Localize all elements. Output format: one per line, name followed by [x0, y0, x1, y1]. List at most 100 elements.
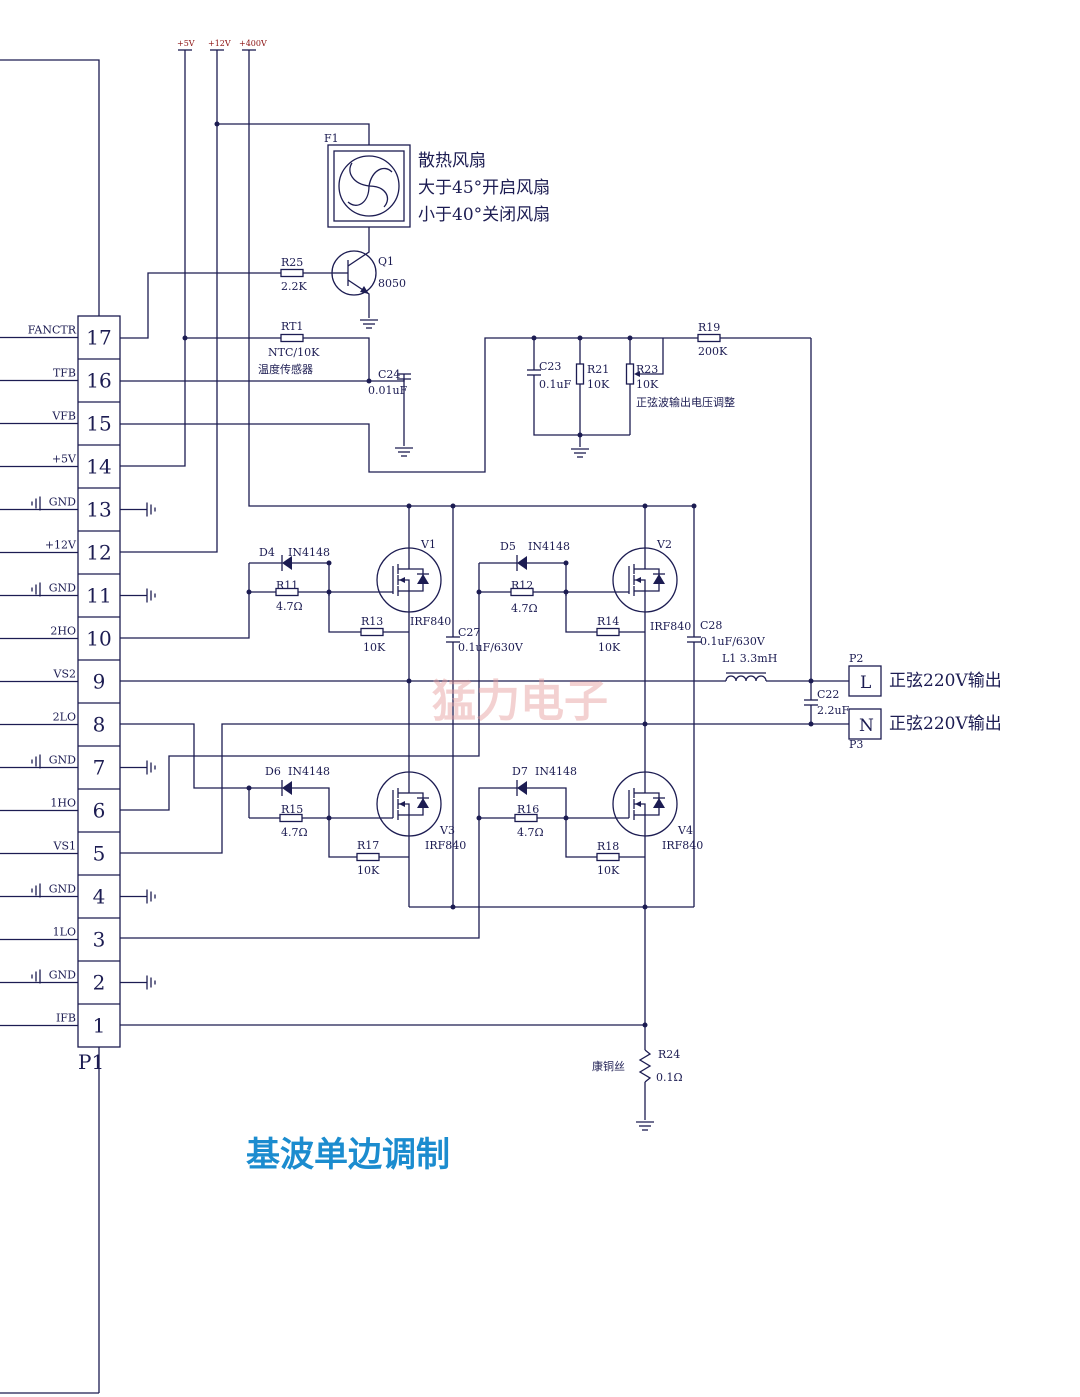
ground-icon: [146, 587, 156, 604]
connector-pin-number: 4: [93, 885, 106, 909]
resistor-r25: R25 2.2K: [120, 256, 332, 339]
fan-f1: F1 散热风扇 大于45°开启风扇 小于40°关闭风扇: [324, 132, 550, 250]
connector-pin-5: VS1 5: [0, 840, 105, 866]
r21-value: 10K: [587, 378, 610, 391]
connector-pin-signal: 1LO: [53, 926, 76, 939]
connector-pin-number: 13: [86, 498, 111, 522]
connector-pin-signal: GND: [49, 969, 76, 982]
r13-ref: R13: [361, 615, 383, 628]
connector-ref: P1: [78, 1050, 104, 1074]
d7-ref: D7: [512, 765, 528, 778]
connector-pin-signal: 2HO: [50, 625, 76, 638]
connector-pin-number: 9: [93, 670, 106, 694]
q1-ref: Q1: [378, 255, 394, 268]
p3-ref: P3: [849, 738, 863, 751]
p3-pin: N: [859, 716, 874, 736]
r25-ref: R25: [281, 256, 303, 269]
ground-icon: [146, 974, 156, 991]
gate-drive-v4: D7 IN4148 R16 4.7Ω R18 10K: [120, 765, 645, 939]
connector-pin-number: 5: [93, 842, 106, 866]
connector-pin-signal: FANCTR: [28, 324, 77, 337]
rail-400v-label: +400V: [239, 39, 267, 48]
r11-ref: R11: [276, 579, 298, 592]
connector-pin-number: 15: [86, 412, 111, 436]
connector-pin-number: 11: [86, 584, 111, 608]
r14-value: 10K: [598, 641, 621, 654]
d4-value: IN4148: [288, 546, 330, 559]
ground-icon: [146, 888, 156, 905]
connector-pin-signal: TFB: [53, 367, 76, 380]
r19-ref: R19: [698, 321, 720, 334]
p2-label: 正弦220V输出: [889, 671, 1002, 691]
connector-pin-10: 2HO 10: [0, 625, 112, 651]
v4-value: IRF840: [662, 839, 703, 852]
rt1-ref: RT1: [281, 320, 303, 333]
gate-drive-v1: D4 IN4148 R11 4.7Ω R13 10K: [120, 546, 409, 654]
connector-pin-signal: +12V: [45, 539, 77, 552]
current-shunt-r24: R24 0.1Ω 康铜丝: [120, 1022, 683, 1131]
thermistor-rt1: RT1 NTC/10K 温度传感器 C24 0.01uF: [120, 320, 414, 457]
fan-note-3: 小于40°关闭风扇: [418, 205, 550, 225]
ground-icon: [31, 581, 41, 598]
watermark: 猛力电子: [432, 676, 608, 727]
connector-pin-number: 12: [86, 541, 111, 565]
ground-icon: [31, 882, 41, 899]
connector-pin-number: 16: [86, 369, 111, 393]
connector-pin-number: 3: [93, 928, 106, 952]
c28-value: 0.1uF/630V: [700, 635, 766, 648]
connector-pin-number: 6: [93, 799, 106, 823]
c27-value: 0.1uF/630V: [458, 641, 524, 654]
connector-pin-9: VS2 9: [0, 668, 105, 694]
ground-icon: [146, 501, 156, 518]
connector-pin-number: 17: [86, 326, 111, 350]
r25-value: 2.2K: [281, 280, 307, 293]
r23-value: 10K: [636, 378, 659, 391]
r16-ref: R16: [517, 803, 539, 816]
connector-pin-number: 2: [93, 971, 106, 995]
v1-ref: V1: [420, 538, 436, 551]
v3-ref: V3: [439, 824, 455, 837]
connector-pin-signal: VS2: [53, 668, 76, 681]
h-bridge: C27 0.1uF/630V C28 0.1uF/630V V1 IRF840 …: [376, 503, 766, 1025]
v4-ref: V4: [677, 824, 693, 837]
connector-pin-3: 1LO 3: [0, 926, 105, 952]
c23-value: 0.1uF: [539, 378, 572, 391]
p2-pin: L: [860, 673, 871, 693]
vs-lines: L1 3.3mH C22 2.2uF: [120, 652, 850, 854]
connector-pin-signal: VS1: [53, 840, 76, 853]
v2-ref: V2: [656, 538, 672, 551]
rail-12v-label: +12V: [208, 39, 231, 48]
r18-value: 10K: [597, 864, 620, 877]
c24-value: 0.01uF: [368, 384, 408, 397]
v3-value: IRF840: [425, 839, 466, 852]
r23-ref: R23: [636, 363, 658, 376]
p3-label: 正弦220V输出: [889, 714, 1002, 734]
connector-pin-signal: +5V: [52, 453, 77, 466]
d5-value: IN4148: [528, 540, 570, 553]
r13-value: 10K: [363, 641, 386, 654]
q1-value: 8050: [378, 277, 406, 290]
r18-ref: R18: [597, 840, 619, 853]
ground-icon: [31, 495, 41, 512]
r17-ref: R17: [357, 839, 379, 852]
caption: 基波单边调制: [246, 1135, 450, 1175]
d4-ref: D4: [259, 546, 275, 559]
fan-note-1: 散热风扇: [418, 151, 486, 171]
r24-value: 0.1Ω: [656, 1071, 683, 1084]
d7-value: IN4148: [535, 765, 577, 778]
connector-pin-signal: VFB: [51, 410, 76, 423]
connector-pin-signal: 2LO: [53, 711, 76, 724]
r11-value: 4.7Ω: [276, 600, 303, 613]
connector-pin-number: 10: [86, 627, 111, 651]
p2-ref: P2: [849, 652, 863, 665]
v2-value: IRF840: [650, 620, 691, 633]
connector-pin-2: GND 2: [0, 969, 156, 995]
gate-drive-v2: D5 IN4148 R12 4.7Ω R14 10K: [120, 540, 645, 811]
